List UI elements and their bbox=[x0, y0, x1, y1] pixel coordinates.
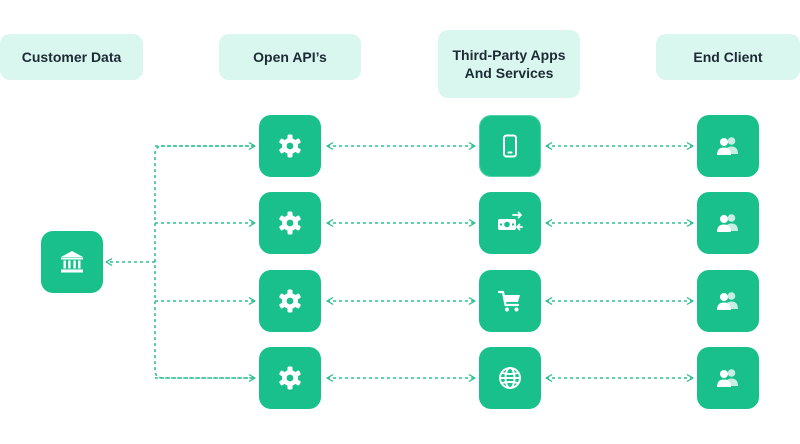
api-node-4 bbox=[259, 347, 321, 409]
api-node-1 bbox=[259, 115, 321, 177]
users-icon bbox=[717, 214, 738, 232]
gear-icon bbox=[279, 289, 301, 313]
third-party-node-globe bbox=[479, 347, 541, 409]
header-third-party-line1: Third-Party Apps bbox=[452, 47, 566, 63]
end-client-node-4 bbox=[697, 347, 759, 409]
third-party-node-cart bbox=[479, 270, 541, 332]
bank-icon bbox=[61, 251, 83, 273]
users-icon bbox=[717, 369, 738, 387]
money-transfer-icon bbox=[498, 211, 523, 231]
gear-icon bbox=[279, 134, 301, 158]
header-open-apis-label: Open API’s bbox=[253, 49, 327, 65]
header-customer-data: Customer Data bbox=[0, 34, 143, 80]
users-icon bbox=[717, 137, 738, 155]
end-client-node-1 bbox=[697, 115, 759, 177]
gear-icon bbox=[279, 366, 301, 390]
bank-node bbox=[41, 231, 103, 293]
header-third-party: Third-Party Apps And Services bbox=[438, 30, 580, 98]
vertical-spine bbox=[154, 145, 255, 379]
header-third-party-line2: And Services bbox=[464, 65, 554, 81]
end-client-node-2 bbox=[697, 192, 759, 254]
third-party-node-mobile bbox=[479, 115, 541, 177]
mobile-phone-icon bbox=[503, 134, 517, 158]
gear-icon bbox=[279, 211, 301, 235]
end-client-node-3 bbox=[697, 270, 759, 332]
api-node-2 bbox=[259, 192, 321, 254]
users-icon bbox=[717, 292, 738, 310]
header-end-client-label: End Client bbox=[693, 49, 763, 65]
globe-icon bbox=[499, 367, 521, 389]
shopping-cart-icon bbox=[497, 290, 520, 312]
third-party-node-money bbox=[479, 192, 541, 254]
api-node-3 bbox=[259, 270, 321, 332]
header-open-apis: Open API’s bbox=[219, 34, 361, 80]
header-end-client: End Client bbox=[656, 34, 800, 80]
header-customer-data-label: Customer Data bbox=[21, 49, 122, 65]
